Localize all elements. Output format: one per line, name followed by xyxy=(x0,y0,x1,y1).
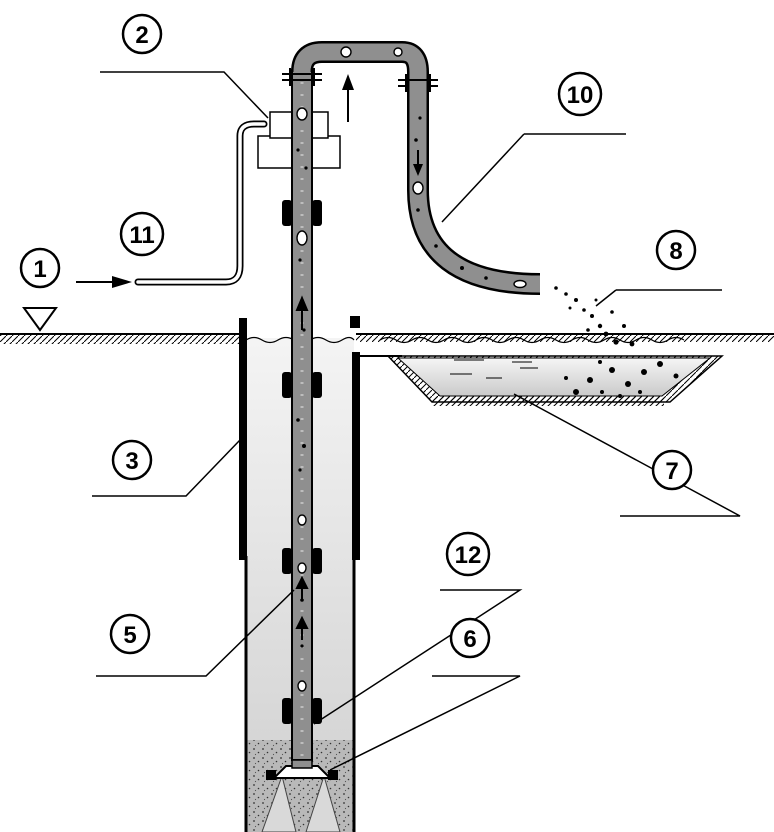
callout-10: 10 xyxy=(557,71,603,117)
suction-inlet xyxy=(266,759,338,780)
callout-11: 11 xyxy=(119,211,165,257)
callout-6: 6 xyxy=(449,617,491,659)
callout-2: 2 xyxy=(121,13,163,55)
pipe-couplings xyxy=(282,200,322,724)
riser-pipe xyxy=(291,69,313,761)
leader-lines xyxy=(92,71,741,771)
flow-arrows-up xyxy=(295,295,309,640)
well-casing xyxy=(239,316,360,832)
callout-1: 1 xyxy=(19,247,61,289)
svg-text:5: 5 xyxy=(123,622,136,649)
callout-5: 5 xyxy=(109,613,151,655)
svg-text:8: 8 xyxy=(669,238,682,265)
svg-text:2: 2 xyxy=(135,22,148,49)
water-level-marker xyxy=(22,307,58,332)
svg-text:1: 1 xyxy=(33,256,46,283)
flow-arrow-down xyxy=(413,150,423,176)
air-bubbles xyxy=(296,107,308,692)
callout-12: 12 xyxy=(445,531,491,577)
callout-8: 8 xyxy=(655,229,697,271)
air-inlet-arrow xyxy=(76,276,132,288)
settling-pond xyxy=(360,355,724,406)
discharge-particles xyxy=(554,286,635,347)
callout-3: 3 xyxy=(111,439,153,481)
svg-text:3: 3 xyxy=(125,448,138,475)
svg-text:11: 11 xyxy=(129,222,154,249)
svg-text:6: 6 xyxy=(463,626,476,653)
svg-text:12: 12 xyxy=(455,542,482,569)
ground-surface xyxy=(0,333,774,344)
svg-text:7: 7 xyxy=(665,458,678,485)
flow-arrow-top xyxy=(342,74,354,122)
callout-7: 7 xyxy=(651,449,693,491)
svg-text:10: 10 xyxy=(567,82,594,109)
air-supply-line xyxy=(134,120,268,286)
